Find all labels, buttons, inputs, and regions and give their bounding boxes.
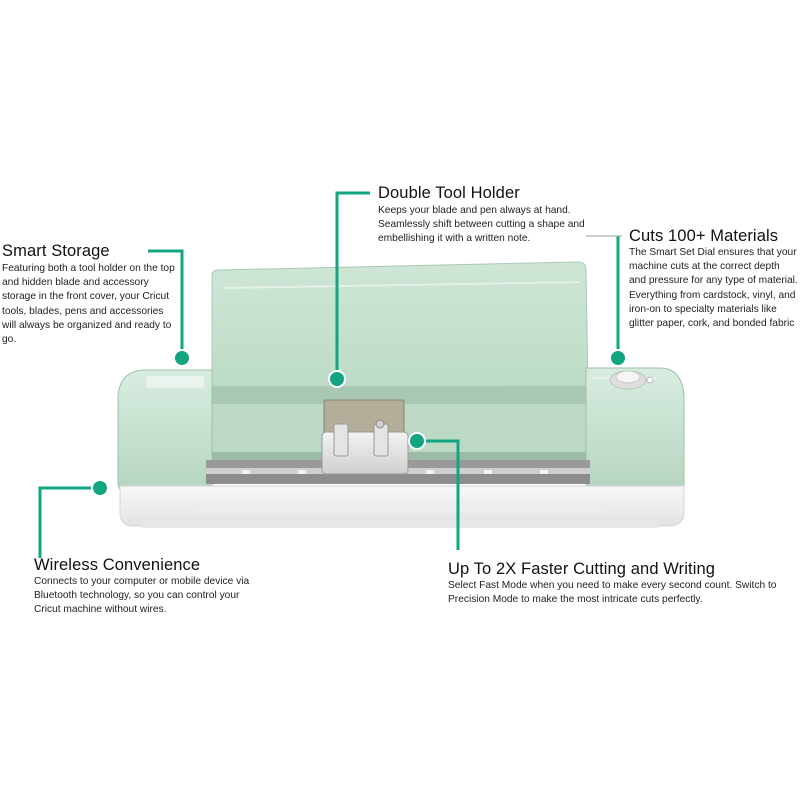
callout-title-smart-storage: Smart Storage bbox=[2, 242, 110, 260]
callout-title-wireless-convenience: Wireless Convenience bbox=[34, 556, 201, 574]
callout-title-cuts-100-materials: Cuts 100+ Materials bbox=[629, 227, 779, 245]
callout-title-faster-cutting: Up To 2X Faster Cutting and Writing bbox=[448, 560, 716, 578]
tool-carriage bbox=[321, 399, 409, 475]
dial-icon bbox=[609, 370, 654, 390]
callout-title-double-tool-holder: Double Tool Holder bbox=[378, 184, 520, 202]
machine-base bbox=[119, 485, 685, 528]
callout-desc-cuts-100-materials: The Smart Set Dial ensures that your mac… bbox=[629, 247, 798, 330]
callout-desc-faster-cutting: Select Fast Mode when you need to make e… bbox=[448, 580, 777, 606]
callout-desc-smart-storage: Featuring both a tool holder on the top … bbox=[2, 263, 175, 346]
machine-lid bbox=[211, 261, 589, 389]
machine-left-body bbox=[117, 369, 213, 497]
callout-desc-wireless-convenience: Connects to your computer or mobile devi… bbox=[34, 576, 250, 616]
callout-desc-double-tool-holder: Keeps your blade and pen always at hand.… bbox=[378, 205, 585, 245]
